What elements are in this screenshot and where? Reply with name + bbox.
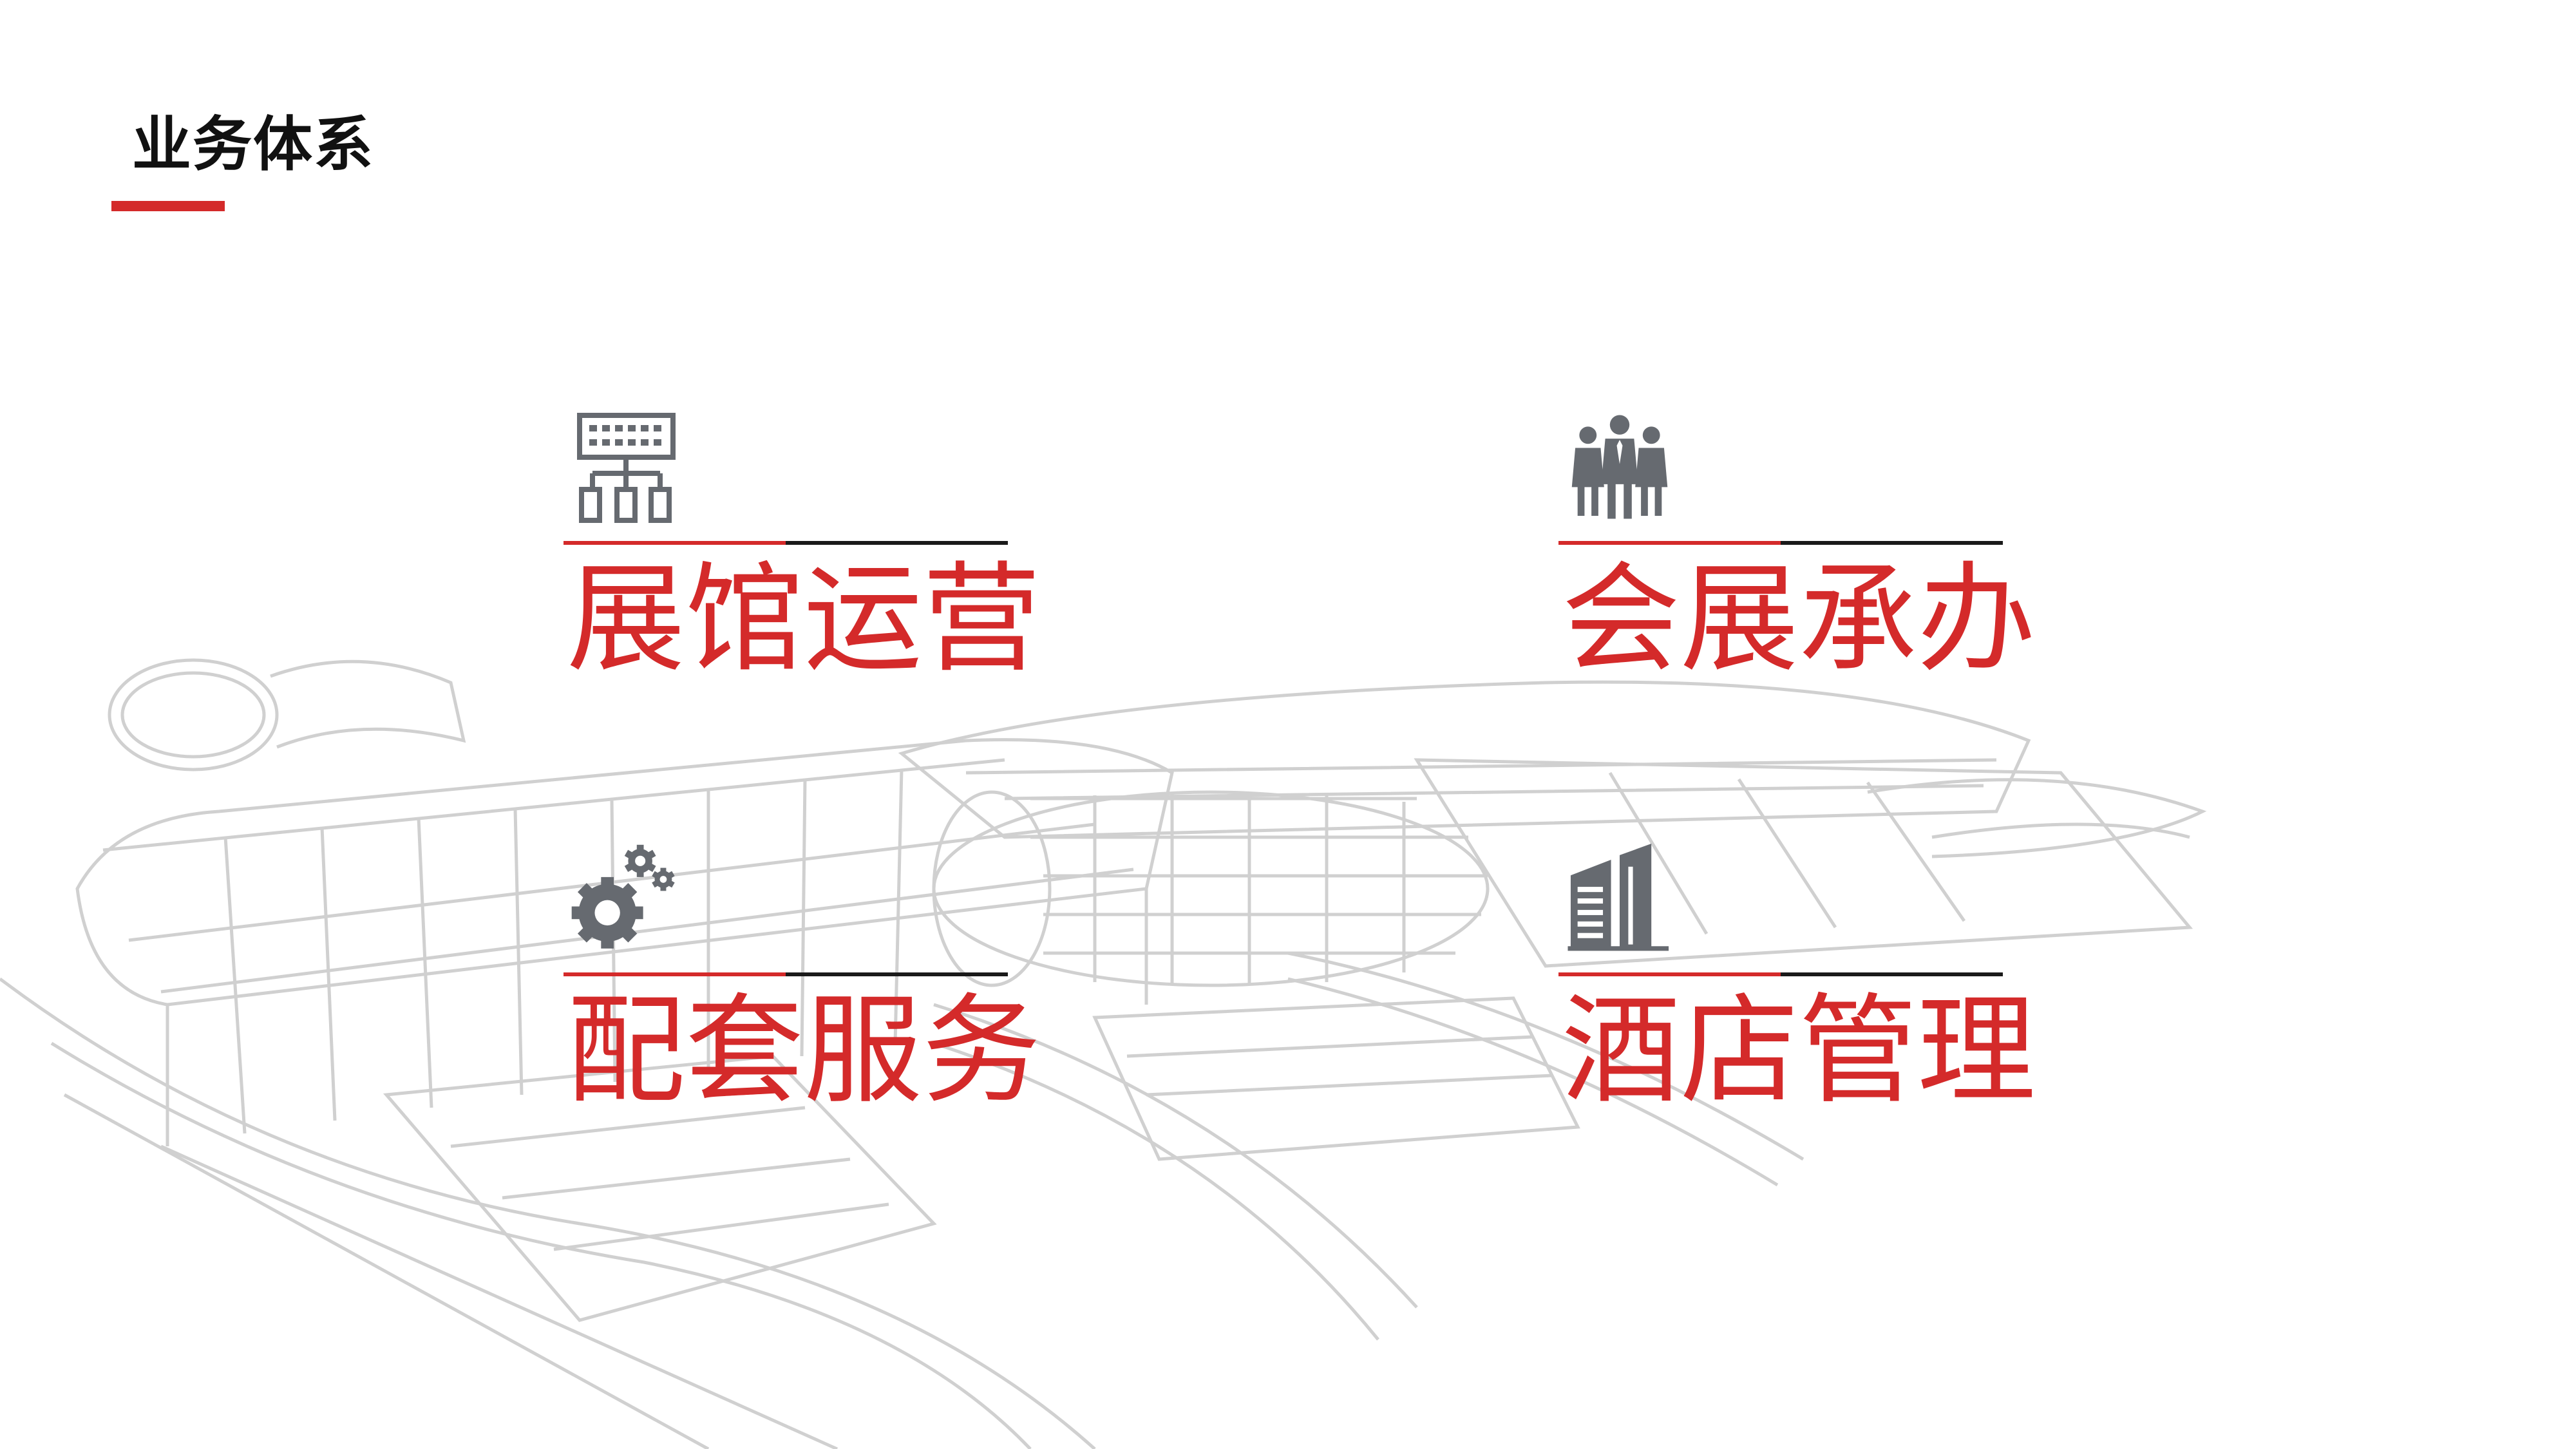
network-hierarchy-icon [577, 413, 676, 523]
card-exhibition-hosting[interactable]: 会展承办 [1558, 406, 2036, 679]
card-divider [1558, 972, 2003, 976]
card-venue-operation[interactable]: 展馆运营 [564, 406, 1041, 679]
card-supporting-services[interactable]: 配套服务 [564, 837, 1041, 1110]
office-building-icon [1567, 844, 1669, 951]
people-group-icon [1571, 415, 1668, 519]
card-divider [564, 972, 1008, 976]
card-hotel-management[interactable]: 酒店管理 [1558, 837, 2036, 1110]
page-title: 业务体系 [132, 110, 375, 179]
card-label: 会展承办 [1562, 551, 2036, 688]
card-divider [564, 541, 1008, 545]
card-divider [1558, 541, 2003, 545]
gears-icon [571, 844, 675, 949]
card-label: 酒店管理 [1562, 982, 2036, 1120]
card-label: 展馆运营 [567, 551, 1041, 688]
title-underline [111, 201, 225, 211]
card-label: 配套服务 [567, 982, 1041, 1120]
